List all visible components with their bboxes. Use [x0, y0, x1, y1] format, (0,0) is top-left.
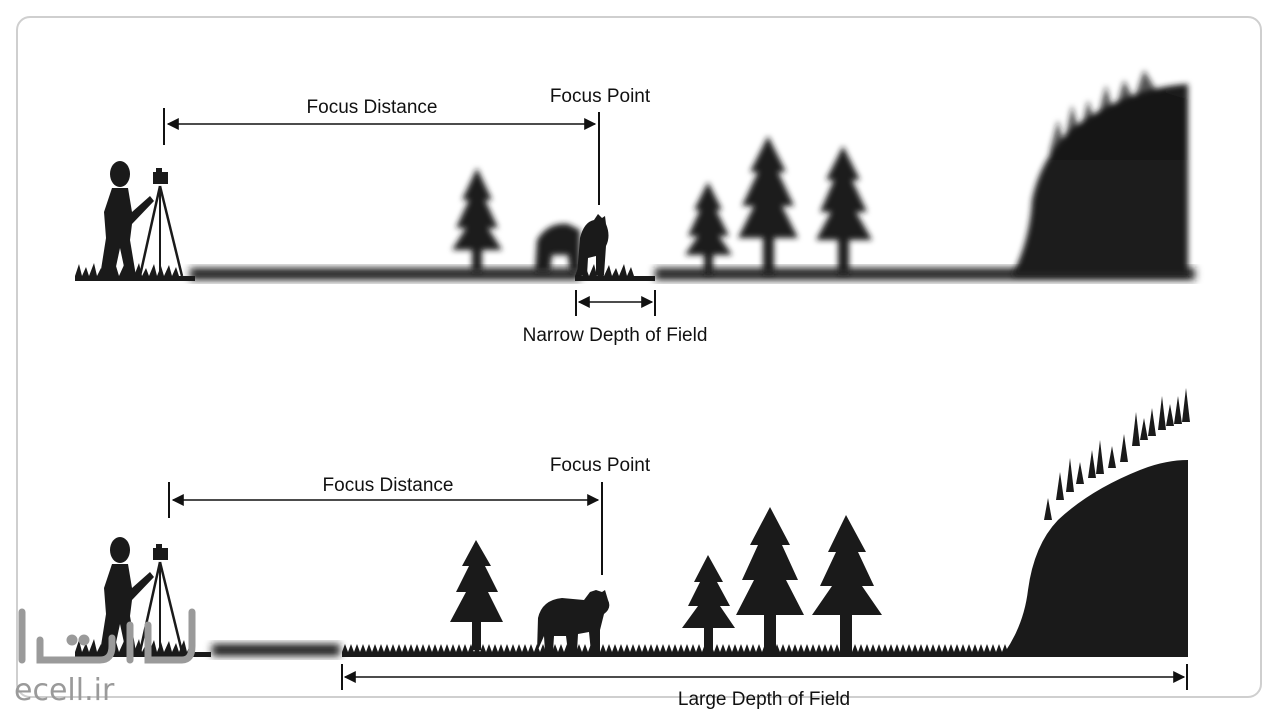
focus-distance-label: Focus Distance	[307, 97, 438, 118]
large-dof-panel: Focus Distance Focus Point Large Depth o…	[75, 388, 1190, 710]
blurred-ground	[190, 268, 580, 280]
small-tree	[1108, 446, 1116, 468]
grass	[342, 644, 1008, 652]
ground-line	[575, 276, 655, 281]
narrow-dof-label: Narrow Depth of Field	[523, 325, 708, 346]
small-tree	[1066, 458, 1074, 492]
small-tree	[1174, 396, 1182, 424]
small-tree	[1056, 472, 1064, 500]
ecell-logo	[18, 608, 196, 664]
small-tree	[1140, 418, 1148, 440]
tree	[450, 540, 503, 650]
blurred-ground	[212, 644, 340, 656]
focus-point-label: Focus Point	[550, 86, 651, 107]
small-tree	[1182, 388, 1190, 422]
small-tree	[1166, 404, 1174, 426]
bear	[577, 214, 609, 275]
ground-line	[342, 652, 1188, 657]
photographer	[100, 161, 184, 277]
focus-point-label: Focus Point	[550, 455, 651, 476]
small-tree	[1158, 396, 1166, 430]
tree	[736, 507, 804, 652]
hill-trees	[1044, 388, 1190, 520]
small-tree	[1132, 412, 1140, 446]
photographer	[100, 537, 184, 653]
ground-line	[75, 652, 211, 657]
tree	[682, 555, 735, 652]
bear	[537, 590, 610, 652]
tree	[812, 515, 882, 652]
focus-distance-label: Focus Distance	[323, 475, 454, 496]
watermark: ecell.ir	[14, 608, 196, 708]
ground-line	[75, 276, 195, 281]
narrow-dof-panel: Focus Distance Focus Point Narrow Depth …	[75, 70, 1195, 346]
small-tree	[1096, 440, 1104, 474]
trees	[450, 507, 882, 652]
large-dof-label: Large Depth of Field	[678, 689, 850, 710]
small-tree	[1044, 498, 1052, 520]
small-tree	[1120, 434, 1128, 462]
hill	[1005, 460, 1188, 652]
blurred-trees	[452, 70, 1188, 276]
small-tree	[1088, 450, 1096, 478]
small-tree	[1076, 462, 1084, 484]
small-tree	[1148, 408, 1156, 436]
watermark-text: ecell.ir	[14, 673, 115, 708]
